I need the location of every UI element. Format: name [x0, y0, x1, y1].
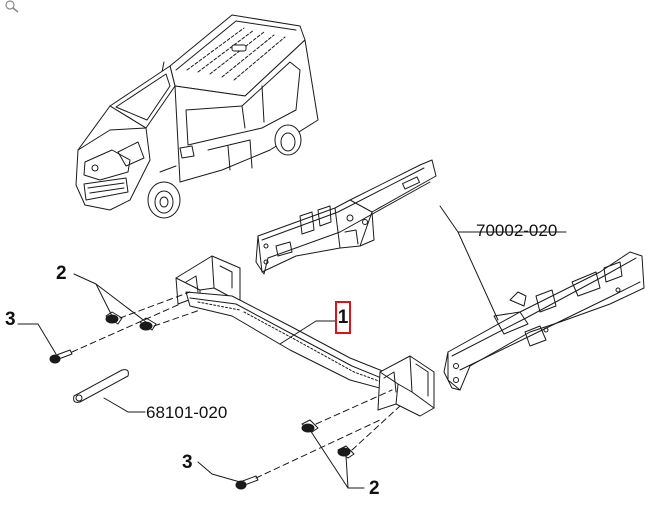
chassis-rail-left — [255, 159, 437, 275]
bolt-bottom-a — [301, 419, 319, 433]
callout-selected-part-label: 1 — [337, 307, 349, 328]
chassis-rail-right — [443, 251, 645, 391]
bolt-bottom-b — [337, 445, 355, 459]
van-illustration — [75, 14, 319, 219]
callout-bolt-pair-top[interactable]: 2 — [56, 263, 67, 284]
bumper-beam — [175, 255, 435, 417]
tow-eye — [73, 369, 129, 403]
callout-tow-eye[interactable]: 68101-020 — [146, 403, 228, 422]
callout-bolt-pair-bottom[interactable]: 2 — [369, 478, 380, 499]
leader-lines — [17, 205, 567, 489]
bolt-top-a — [105, 311, 123, 325]
bolt-left — [49, 349, 73, 364]
bolts — [49, 311, 355, 490]
callout-bolt-left[interactable]: 3 — [5, 309, 16, 330]
magnifier-icon[interactable] — [4, 0, 20, 14]
callout-bolt-bottom[interactable]: 3 — [182, 452, 193, 473]
callout-chassis-rail[interactable]: 70002-020 — [476, 221, 558, 240]
alignment-lines — [71, 291, 401, 479]
bolt-bottom — [235, 475, 259, 490]
callout-selected-part[interactable]: 1 — [335, 301, 351, 334]
